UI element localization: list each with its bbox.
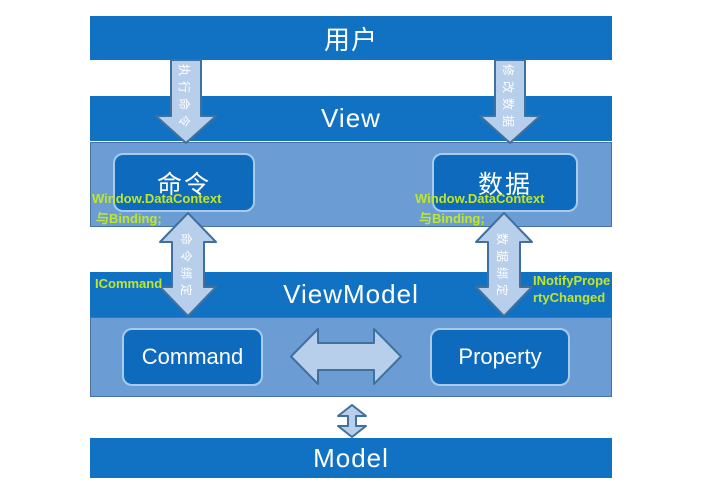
model-layer-bar: Model <box>90 438 612 478</box>
model-layer-label: Model <box>313 442 389 473</box>
double-horizontal-arrow-icon <box>290 328 402 385</box>
inotify-note-line1: INotifyPrope <box>533 273 611 288</box>
execute-command-arrow <box>154 59 218 145</box>
command-binding-arrow <box>158 212 218 317</box>
view-data-node: 数据 <box>432 153 578 212</box>
datacontext-note-left-line2: 与Binding; <box>96 211 162 226</box>
down-arrow-icon <box>479 59 541 144</box>
viewmodel-property-node: Property <box>430 328 570 386</box>
user-layer-bar: 用户 <box>90 16 612 60</box>
modify-data-arrow <box>478 59 542 145</box>
data-binding-arrow-label: 数据绑定 <box>495 233 509 302</box>
user-layer-label: 用户 <box>323 24 378 55</box>
data-binding-arrow <box>474 212 534 317</box>
modify-data-arrow-label: 修改数据 <box>501 64 515 133</box>
datacontext-note-right-line1: Window.DataContext <box>415 191 545 206</box>
datacontext-note-left-line1: Window.DataContext <box>92 191 222 206</box>
command-binding-arrow-label: 命令绑定 <box>179 233 193 302</box>
double-vertical-arrow-icon <box>475 212 533 317</box>
inotify-note-line2: rtyChanged <box>533 290 606 305</box>
viewmodel-layer-label: ViewModel <box>283 279 419 309</box>
viewmodel-command-node-label: Command <box>141 344 244 369</box>
double-vertical-arrow-icon <box>337 404 367 438</box>
view-layer-label: View <box>321 103 381 133</box>
command-property-arrow <box>290 328 402 385</box>
view-command-node: 命令 <box>113 153 255 212</box>
viewmodel-command-node: Command <box>122 328 263 386</box>
viewmodel-property-node-label: Property <box>458 344 542 369</box>
view-command-node-label: 命令 <box>156 170 211 199</box>
down-arrow-icon <box>155 59 217 144</box>
datacontext-note-right-line2: 与Binding; <box>419 211 485 226</box>
double-vertical-arrow-icon <box>159 212 217 317</box>
icommand-note: ICommand <box>95 276 163 291</box>
execute-command-arrow-label: 执行命令 <box>177 64 191 133</box>
view-data-node-label: 数据 <box>477 170 532 199</box>
viewmodel-model-arrow <box>337 404 367 438</box>
